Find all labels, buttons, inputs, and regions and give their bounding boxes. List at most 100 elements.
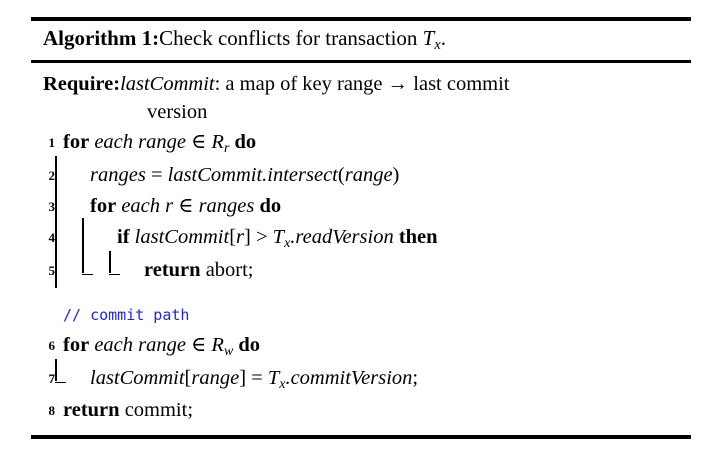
code-token: do: [259, 195, 282, 218]
code-token: lastCommit: [134, 226, 230, 249]
algorithm-caption: Algorithm 1:Check conflicts for transact…: [31, 21, 691, 60]
code-token: ): [392, 163, 400, 186]
line-content: for each range ∈ Rw do: [55, 329, 691, 362]
rule-caption-separator: [31, 59, 691, 63]
algorithm-line: 4 if lastCommit[r] > Tx.readVersion then: [31, 218, 691, 257]
code-token: range: [344, 163, 393, 186]
indent-guide: [55, 358, 82, 395]
code-token: =: [246, 366, 268, 389]
code-token: R: [211, 131, 224, 154]
code-token: ]: [239, 366, 247, 389]
caption-title-post: .: [440, 26, 446, 50]
line-number: 5: [48, 262, 56, 278]
line-content: return abort;: [136, 254, 691, 285]
code-token: [: [229, 226, 237, 249]
algorithm-block: Algorithm 1:Check conflicts for transact…: [31, 17, 691, 439]
code-token: ∈: [185, 131, 212, 154]
indent-guide: [55, 187, 82, 225]
code-token: if: [117, 226, 130, 249]
code-token: r: [223, 141, 230, 157]
require-text: : a map of key range: [214, 72, 388, 95]
line-number: 1: [48, 135, 56, 151]
line-content: if lastCommit[r] > Tx.readVersion then: [109, 221, 691, 254]
line-content: ranges = lastCommit.intersect(range): [82, 159, 691, 190]
algorithm-line: // commit path: [31, 298, 691, 329]
require-line-main: Require:lastCommit: a map of key range →…: [43, 71, 691, 99]
indent-guides: [55, 218, 109, 257]
line-number: 2: [48, 167, 56, 183]
code-comment: // commit path: [63, 305, 190, 324]
algorithm-label: Algorithm 1:: [43, 26, 160, 50]
code-token: each range: [94, 334, 186, 357]
require-text-2: last commit: [408, 72, 510, 95]
code-token: .readVersion: [290, 226, 394, 249]
algorithm-body: Require:lastCommit: a map of key range →…: [31, 63, 691, 435]
code-token: .commitVersion: [285, 366, 413, 389]
require-arrow-icon: →: [387, 72, 409, 95]
require-line: Require:lastCommit: a map of key range →…: [31, 71, 691, 126]
rule-bottom: [31, 434, 691, 439]
code-token: each range: [94, 131, 186, 154]
code-token: for: [63, 131, 90, 154]
code-token: lastCommit.intersect: [167, 163, 338, 186]
code-token: each r: [121, 195, 174, 218]
rule-top: [31, 17, 691, 21]
line-number: 4: [48, 230, 56, 246]
require-keyword: Require: [43, 72, 114, 95]
caption-transaction-subscript: x: [434, 36, 441, 53]
algorithm-line: 5 return abort;: [31, 250, 691, 289]
code-token: do: [234, 131, 257, 154]
code-token: then: [398, 226, 438, 249]
code-token: =: [145, 163, 168, 186]
code-token: return: [63, 399, 120, 422]
indent-guide: [55, 250, 82, 289]
indent-guide: [55, 155, 82, 194]
require-colon: :: [113, 72, 121, 95]
code-token: ∈: [185, 334, 212, 357]
code-token: >: [250, 226, 273, 249]
code-token: ranges: [198, 195, 255, 218]
indent-guides: [55, 358, 82, 395]
indent-guides: [55, 250, 136, 289]
line-number: [31, 298, 55, 307]
code-token: for: [63, 334, 90, 357]
code-token: lastCommit: [90, 366, 185, 389]
code-token: x: [284, 236, 291, 252]
indent-guides: [55, 187, 82, 225]
indent-guide: [82, 218, 109, 257]
caption-transaction-symbol: T: [422, 26, 435, 50]
indent-guide: [109, 250, 136, 285]
caption-title-pre: Check conflicts for transaction: [159, 26, 423, 50]
code-token: do: [238, 334, 261, 357]
code-token: w: [223, 343, 234, 359]
code-token: for: [90, 195, 117, 218]
code-token: (: [337, 163, 345, 186]
code-token: T: [267, 366, 280, 389]
code-token: x: [279, 376, 286, 392]
indent-guide: [55, 218, 82, 257]
code-token: range: [191, 366, 240, 389]
indent-guides: [55, 155, 82, 194]
code-token: ranges: [90, 163, 146, 186]
line-number: 7: [48, 370, 56, 386]
algorithm-line: 7 lastCommit[range] = Tx.commitVersion;: [31, 358, 691, 395]
line-content: for each r ∈ ranges do: [82, 190, 691, 221]
code-token: return: [144, 258, 201, 281]
line-content: for each range ∈ Rr do: [55, 126, 691, 159]
require-continuation: version: [147, 100, 208, 123]
code-token: abort;: [200, 258, 254, 281]
code-token: [: [184, 366, 192, 389]
require-variable: lastCommit: [120, 72, 215, 95]
line-spacer: [31, 285, 691, 298]
line-number: 6: [48, 338, 56, 354]
code-token: R: [211, 334, 224, 357]
line-content: lastCommit[range] = Tx.commitVersion;: [82, 362, 691, 395]
code-token: r: [236, 226, 245, 249]
line-content: return commit;: [55, 394, 691, 425]
code-token: ;: [412, 366, 419, 389]
